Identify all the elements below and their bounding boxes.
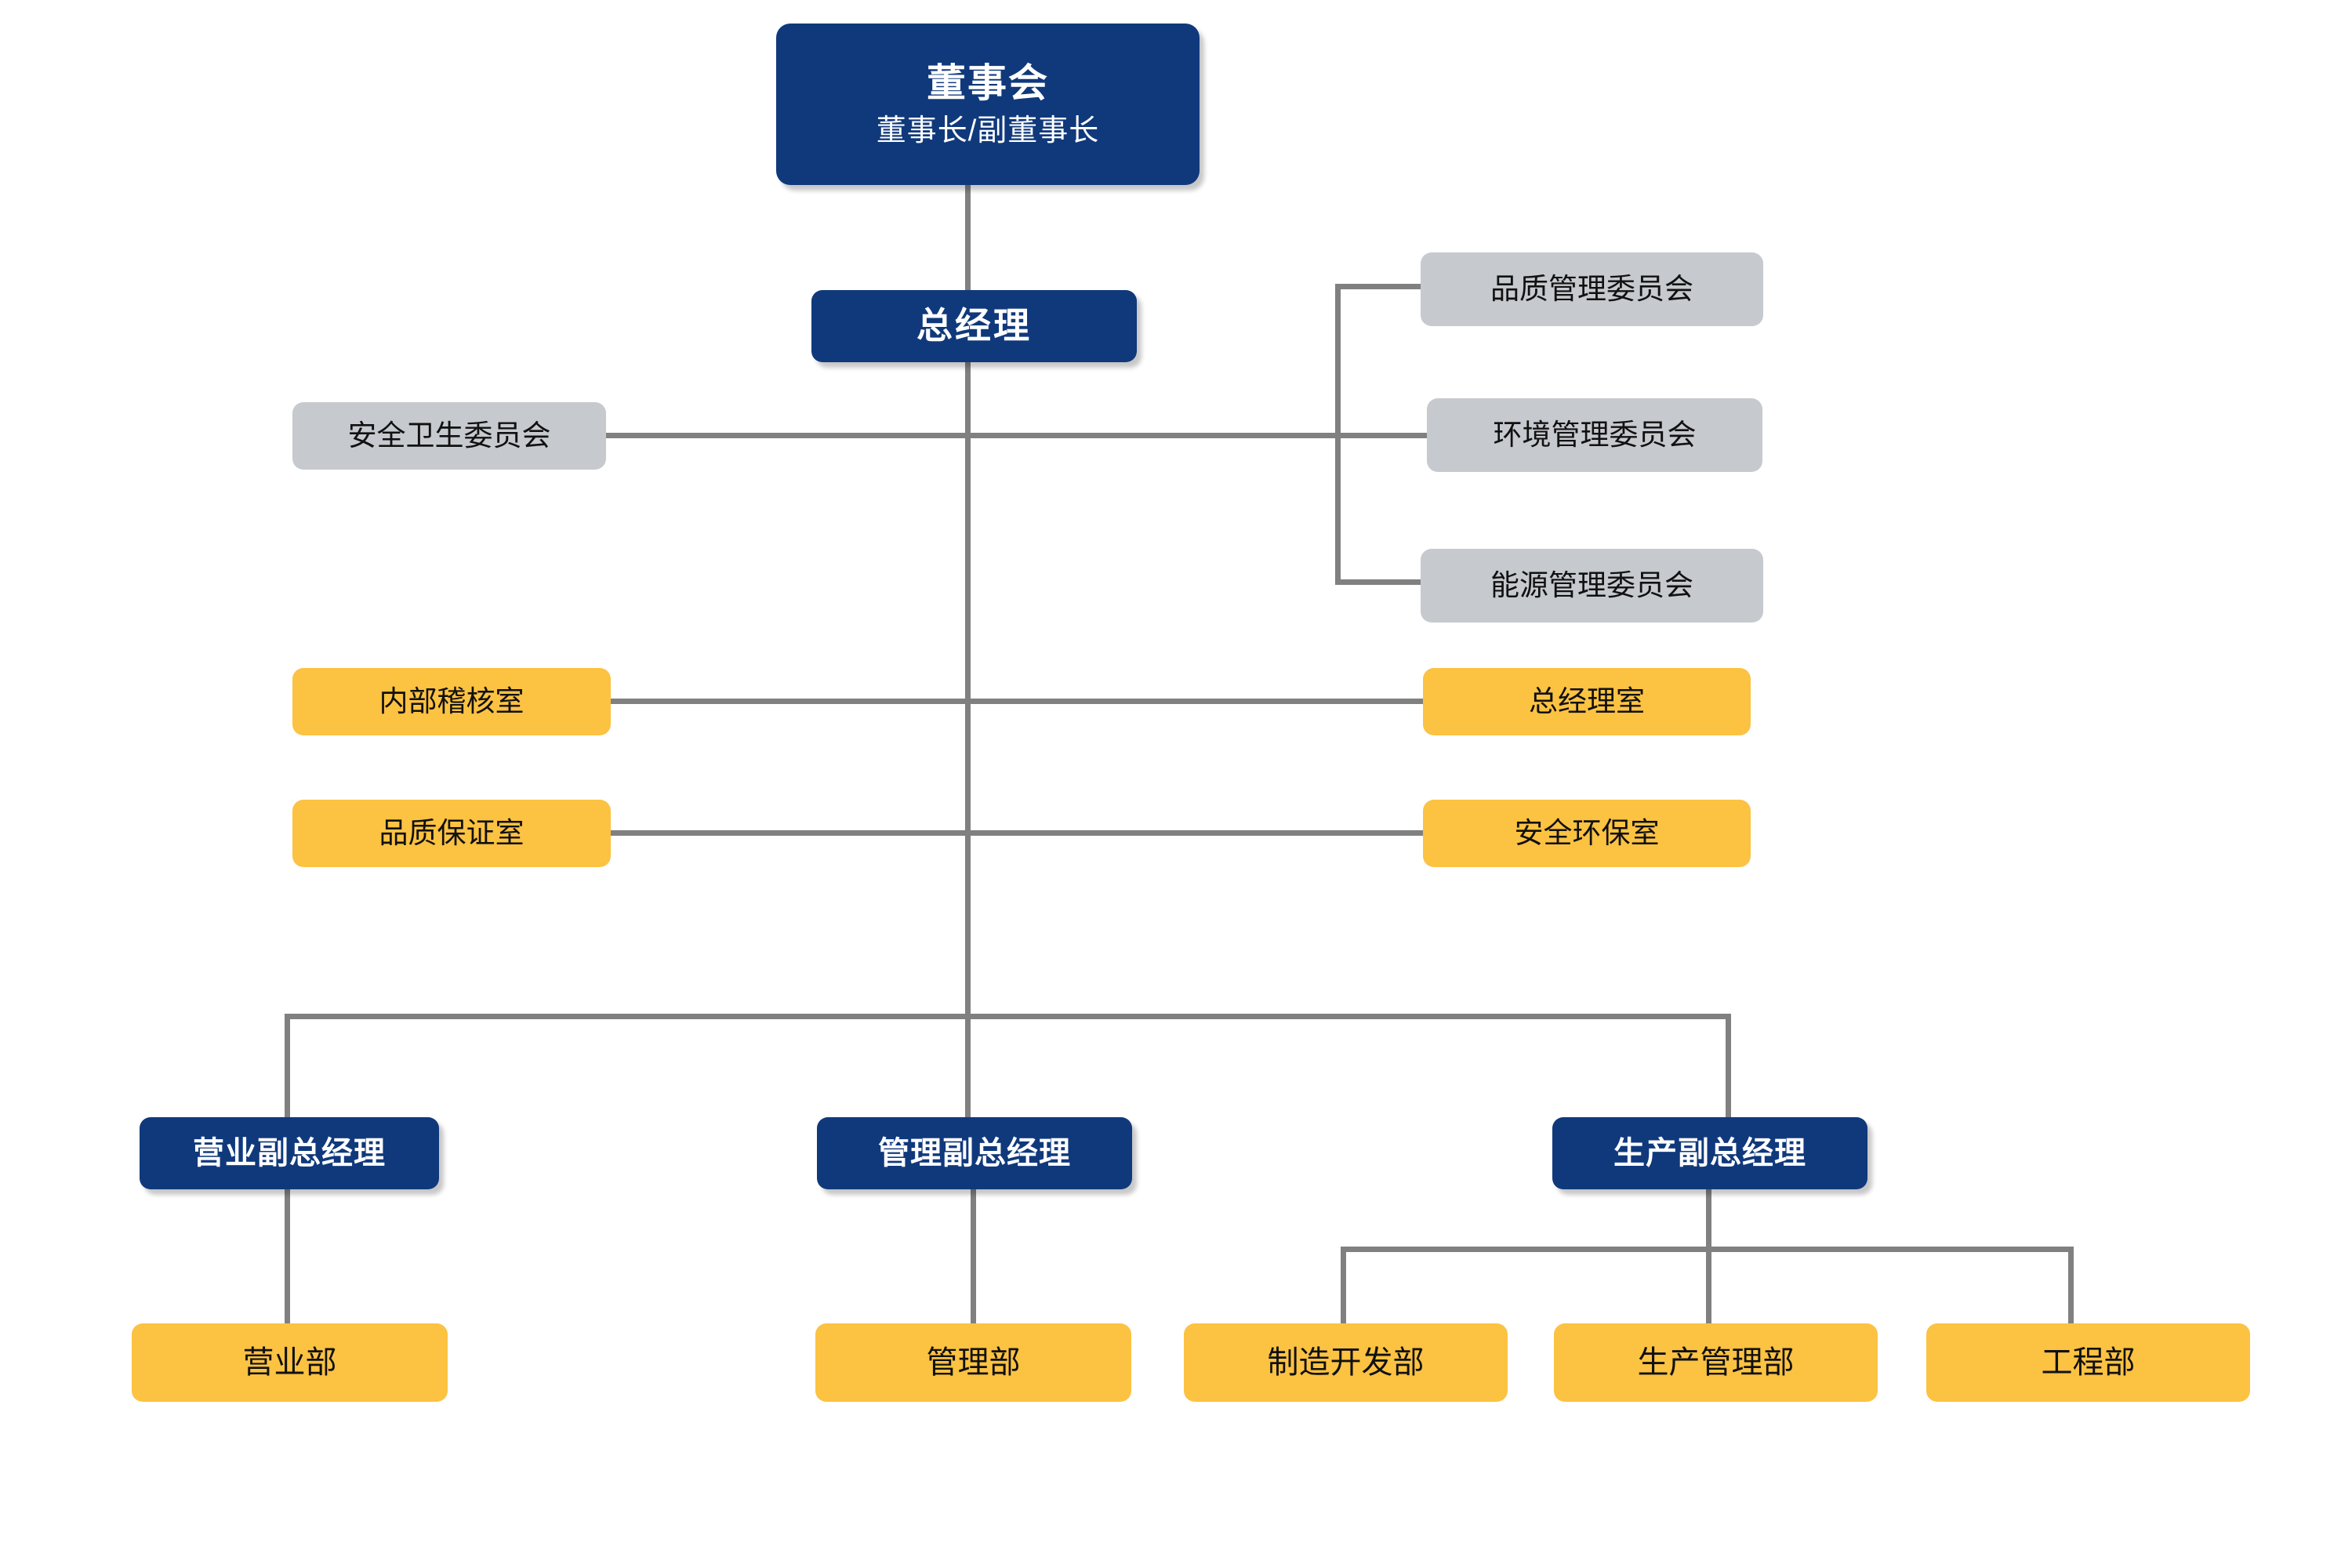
connector-main-spine [965, 185, 971, 1016]
node-general-manager-office[interactable]: 总经理室 [1423, 668, 1751, 735]
connector-vp-bus [285, 1014, 1731, 1019]
node-quality-assurance-office-title: 品质保证室 [379, 816, 524, 849]
connector-audit-gm-office-row [608, 699, 1425, 704]
node-vp-sales-title: 营业副总经理 [193, 1136, 386, 1171]
node-safety-environment-office-title: 安全环保室 [1514, 816, 1660, 849]
node-vp-administration[interactable]: 管理副总经理 [817, 1117, 1132, 1189]
node-board-title: 董事会 [927, 61, 1049, 105]
node-department-sales[interactable]: 营业部 [132, 1323, 448, 1402]
node-quality-assurance-office[interactable]: 品质保证室 [292, 800, 611, 867]
node-department-production-management[interactable]: 生产管理部 [1554, 1323, 1878, 1402]
node-quality-management-committee[interactable]: 品质管理委员会 [1421, 252, 1763, 326]
connector-drop-vp-production [1726, 1014, 1731, 1122]
node-vp-production[interactable]: 生产副总经理 [1552, 1117, 1867, 1189]
connector-vp-admin-to-dept [971, 1189, 976, 1327]
node-general-manager-title: 总经理 [916, 305, 1032, 347]
connector-drop-vp-sales [285, 1014, 290, 1122]
node-department-engineering[interactable]: 工程部 [1926, 1323, 2250, 1402]
connector-drop-mfg-dev [1341, 1247, 1346, 1327]
node-energy-management-committee-title: 能源管理委员会 [1490, 568, 1693, 601]
node-vp-administration-title: 管理副总经理 [878, 1136, 1071, 1171]
node-safety-hygiene-committee[interactable]: 安全卫生委员会 [292, 402, 606, 470]
connector-safety-hygiene [604, 433, 967, 438]
node-department-production-management-title: 生产管理部 [1637, 1345, 1795, 1380]
node-internal-audit-office-title: 内部稽核室 [379, 684, 524, 717]
connector-drop-engineering [2068, 1247, 2074, 1327]
connector-qa-safety-office-row [608, 830, 1425, 836]
node-safety-hygiene-committee-title: 安全卫生委员会 [347, 419, 551, 452]
connector-quality-committee [1335, 284, 1428, 289]
node-vp-sales[interactable]: 营业副总经理 [140, 1117, 439, 1189]
node-board-subtitle: 董事长/副董事长 [876, 114, 1100, 147]
connector-drop-vp-admin [965, 1014, 971, 1122]
node-quality-management-committee-title: 品质管理委员会 [1490, 272, 1693, 305]
node-general-manager-office-title: 总经理室 [1529, 684, 1645, 717]
connector-environment-committee [965, 433, 1434, 438]
connector-drop-prod-mgmt [1706, 1247, 1711, 1327]
node-department-manufacturing-development[interactable]: 制造开发部 [1184, 1323, 1508, 1402]
node-general-manager[interactable]: 总经理 [811, 290, 1137, 362]
connector-vp-production-stem [1706, 1189, 1711, 1252]
node-department-administration[interactable]: 管理部 [815, 1323, 1131, 1402]
node-environment-management-committee-title: 环境管理委员会 [1493, 418, 1697, 451]
node-vp-production-title: 生产副总经理 [1613, 1136, 1806, 1171]
node-environment-management-committee[interactable]: 环境管理委员会 [1427, 398, 1762, 472]
node-department-engineering-title: 工程部 [2041, 1345, 2136, 1380]
node-department-manufacturing-development-title: 制造开发部 [1267, 1345, 1425, 1380]
node-department-administration-title: 管理部 [926, 1345, 1021, 1380]
node-energy-management-committee[interactable]: 能源管理委员会 [1421, 549, 1763, 622]
node-board-of-directors[interactable]: 董事会 董事长/副董事长 [776, 24, 1200, 185]
node-internal-audit-office[interactable]: 内部稽核室 [292, 668, 611, 735]
connector-vp-sales-to-dept [285, 1189, 290, 1327]
node-safety-environment-office[interactable]: 安全环保室 [1423, 800, 1751, 867]
connector-energy-committee [1335, 579, 1428, 585]
node-department-sales-title: 营业部 [242, 1345, 337, 1380]
